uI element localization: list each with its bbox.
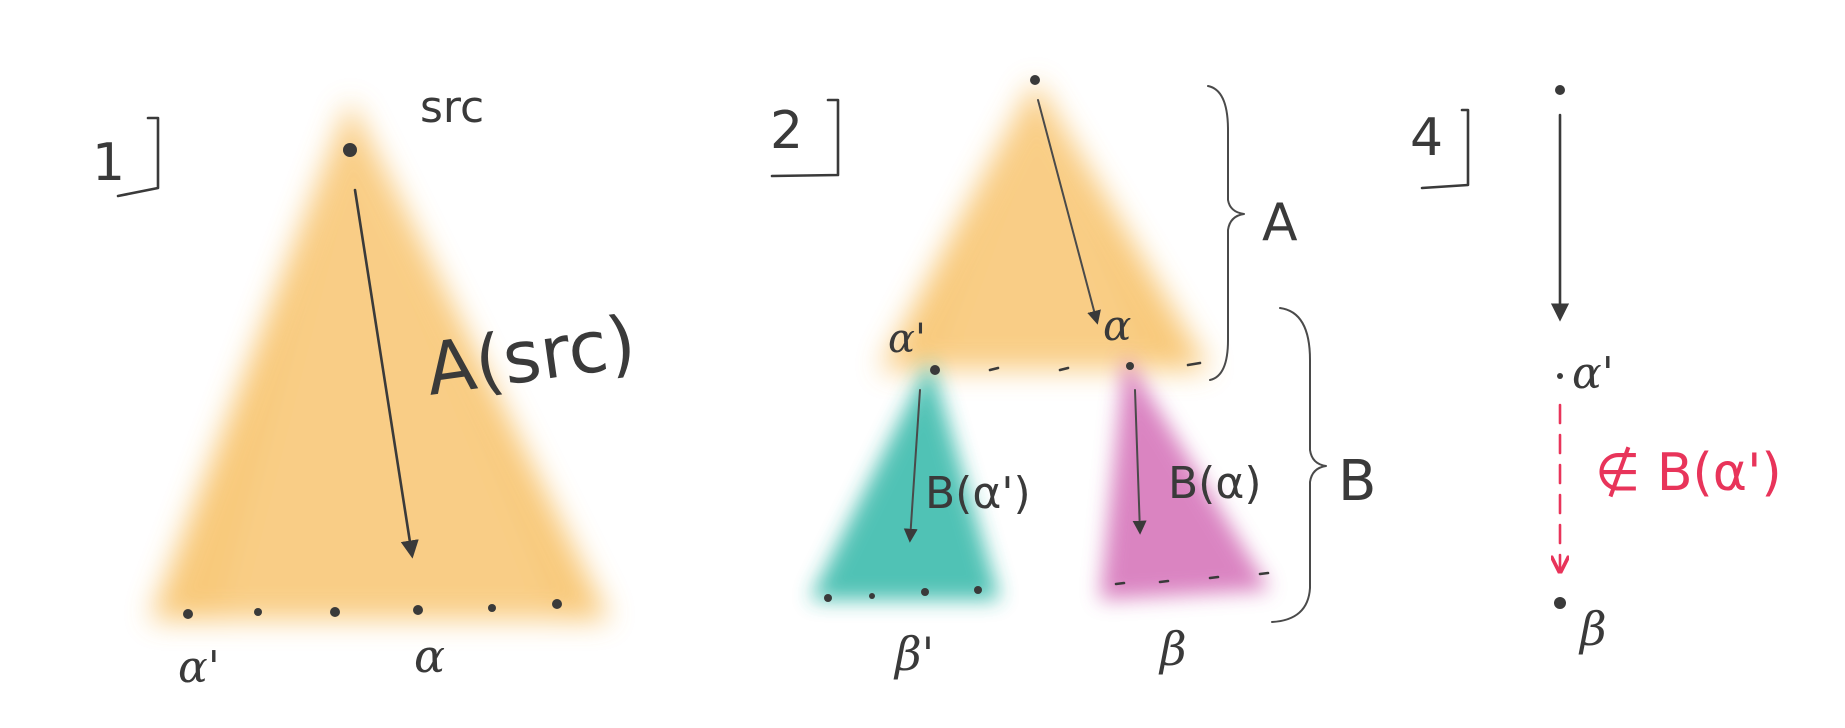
brace-B — [1271, 307, 1327, 623]
beta-label: β — [1158, 622, 1187, 676]
not-in-B-label: ∉ B(α') — [1595, 443, 1782, 503]
brace-label-A: A — [1262, 193, 1298, 253]
beta-node — [1554, 597, 1566, 609]
leaf-dot — [254, 608, 262, 616]
panel-number-bracket — [1420, 108, 1470, 190]
ellipsis-dash — [1058, 366, 1070, 372]
alpha-prime-label: α' — [1572, 348, 1614, 399]
middle-row — [930, 361, 1202, 375]
brace-label-B: B — [1338, 449, 1376, 514]
beta-prime-label: β' — [893, 627, 934, 681]
leaf-dot — [921, 588, 929, 596]
alpha-prime-node — [1557, 373, 1563, 379]
subtree-label-B-alpha: B(α) — [1168, 458, 1262, 509]
orange-fan-panel-2 — [880, 80, 1210, 370]
leaf-row-panel-2 — [824, 571, 1270, 602]
panel-1: 1 src A(src) α' α — [92, 82, 641, 693]
source-node — [343, 143, 357, 157]
alpha-prime-label: α' — [178, 642, 220, 693]
arrow-B-alpha — [1132, 389, 1147, 535]
alpha-label: α — [1103, 301, 1131, 350]
teal-fan — [810, 360, 1000, 600]
root-node — [1555, 85, 1565, 95]
ellipsis-dash — [988, 366, 1000, 372]
alpha-prime-label: α' — [888, 316, 926, 362]
leaf-dot — [413, 605, 423, 615]
leaf-dash — [1158, 579, 1170, 584]
beta-label: β — [1578, 602, 1607, 656]
alpha-prime-node — [930, 365, 940, 375]
leaf-dot — [488, 604, 496, 612]
arrow-B-alpha-prime — [903, 389, 921, 543]
brace-A — [1207, 85, 1245, 381]
panel-2: 2 α' α B(α') B(α) — [770, 75, 1376, 681]
leaf-dash — [1258, 571, 1270, 576]
ellipsis-dash — [1186, 361, 1202, 367]
leaf-dash — [1114, 581, 1126, 586]
arrow-A-src — [353, 188, 419, 559]
leaf-dot — [330, 607, 340, 617]
arrow-root-to-alpha — [1037, 99, 1101, 325]
leaf-dot — [869, 593, 875, 599]
panel-4: 4 α' ∉ B(α') β — [1410, 85, 1782, 656]
alpha-label: α — [414, 629, 445, 683]
orange-fan-panel-1 — [150, 100, 610, 620]
leaf-dot — [183, 609, 193, 619]
leaf-dot — [824, 594, 832, 602]
panel-number-label: 4 — [1410, 108, 1443, 168]
alpha-node — [1126, 362, 1134, 370]
panel-number-label: 2 — [770, 101, 803, 161]
leaf-dot — [552, 599, 562, 609]
source-label: src — [420, 82, 484, 133]
magenta-fan — [1100, 355, 1270, 600]
root-node — [1030, 75, 1040, 85]
subtree-label-B-alpha-prime: B(α') — [925, 468, 1031, 519]
leaf-dash — [1208, 575, 1220, 580]
leaf-dot — [974, 586, 982, 594]
panel-number-bracket — [116, 116, 160, 198]
panel-number-label: 1 — [92, 133, 125, 193]
panel-number-bracket — [770, 98, 840, 178]
leaf-row-panel-1 — [183, 599, 562, 619]
